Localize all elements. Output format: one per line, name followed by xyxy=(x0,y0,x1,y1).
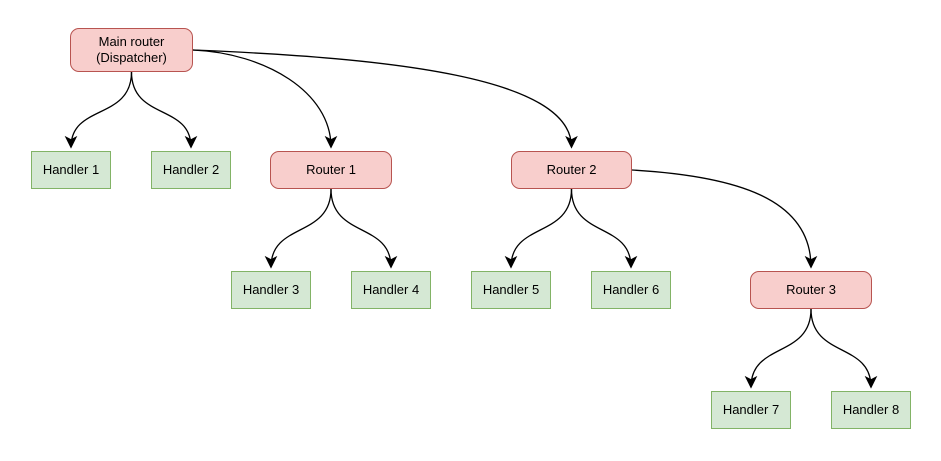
node-router-1: Router 1 xyxy=(270,151,392,189)
node-handler-8-label: Handler 8 xyxy=(842,402,900,417)
node-handler-8: Handler 8 xyxy=(831,391,911,429)
node-router-2: Router 2 xyxy=(511,151,632,189)
node-handler-2-label: Handler 2 xyxy=(162,162,220,177)
node-main-router: Main router (Dispatcher) xyxy=(70,28,193,72)
node-handler-2: Handler 2 xyxy=(151,151,231,189)
edge-router-2-to-handler-5 xyxy=(504,188,573,269)
node-handler-7-label: Handler 7 xyxy=(722,402,780,417)
node-handler-1: Handler 1 xyxy=(31,151,111,189)
node-handler-4: Handler 4 xyxy=(351,271,431,309)
edge-router-2-to-handler-6 xyxy=(570,188,638,269)
node-handler-5-label: Handler 5 xyxy=(482,282,540,297)
node-router-2-label: Router 2 xyxy=(546,162,597,177)
node-handler-7: Handler 7 xyxy=(711,391,791,429)
node-router-3: Router 3 xyxy=(750,271,872,309)
edge-router-3-to-handler-7 xyxy=(744,308,812,389)
edge-main-router-to-router-2 xyxy=(192,49,578,149)
edge-main-router-to-handler-1 xyxy=(64,71,133,149)
node-handler-6-label: Handler 6 xyxy=(602,282,660,297)
node-main-router-sublabel: (Dispatcher) xyxy=(96,50,167,65)
node-handler-1-label: Handler 1 xyxy=(42,162,100,177)
node-handler-5: Handler 5 xyxy=(471,271,551,309)
edge-router-1-to-handler-4 xyxy=(330,188,398,269)
node-handler-6: Handler 6 xyxy=(591,271,671,309)
node-router-3-label: Router 3 xyxy=(786,282,836,297)
edge-router-1-to-handler-3 xyxy=(264,188,332,269)
node-handler-3-label: Handler 3 xyxy=(242,282,300,297)
edge-main-router-to-handler-2 xyxy=(130,71,198,149)
edge-router-3-to-handler-8 xyxy=(810,308,878,389)
node-handler-4-label: Handler 4 xyxy=(362,282,420,297)
node-main-router-label: Main router xyxy=(98,34,165,49)
edge-main-router-to-router-1 xyxy=(192,49,338,149)
node-handler-3: Handler 3 xyxy=(231,271,311,309)
edge-router-2-to-router-3 xyxy=(631,169,818,269)
node-router-1-label: Router 1 xyxy=(306,162,356,177)
